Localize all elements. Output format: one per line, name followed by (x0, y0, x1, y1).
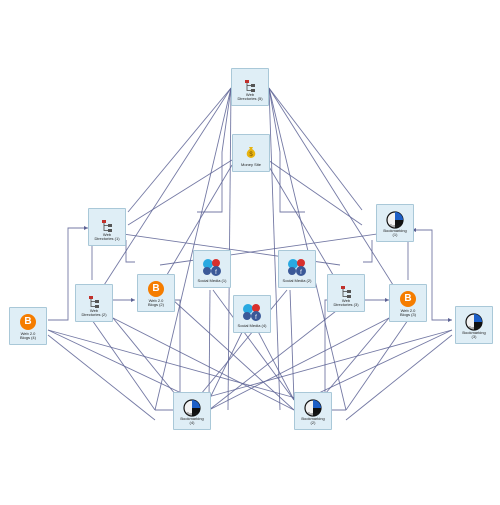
bookmark-icon (304, 399, 322, 417)
social-media-icon: f (288, 259, 306, 276)
bookmark-icon (183, 399, 201, 417)
node-web-directories-1[interactable]: Web Directories (1) (88, 208, 126, 246)
money-bag-icon: $ (246, 147, 256, 158)
node-label: Web Directories (1) (94, 231, 120, 242)
svg-text:$: $ (249, 152, 253, 158)
svg-text:f: f (300, 270, 302, 276)
node-label: Web Directories (5) (237, 91, 263, 102)
social-media-icon: f (203, 259, 221, 276)
node-label: Social Bookmarking (3) (462, 325, 486, 340)
node-social-media-4[interactable]: f Social Media (4) (233, 295, 271, 333)
node-social-media-2[interactable]: f Social Media (2) (278, 250, 316, 288)
node-label: Web 2.0 Blogs (4) (19, 330, 36, 341)
node-web-directories-5[interactable]: Web Directories (5) (231, 68, 269, 106)
node-social-bookmarking-4[interactable]: Social Bookmarking (4) (173, 392, 211, 430)
blogger-icon: B (148, 281, 164, 297)
node-web20-blogs-4[interactable]: B Web 2.0 Blogs (4) (9, 307, 47, 345)
sitemap-icon (102, 220, 112, 232)
node-web20-blogs-3[interactable]: B Web 2.0 Blogs (3) (389, 284, 427, 322)
node-label: Social Bookmarking (2) (301, 411, 325, 426)
node-web20-blogs-2[interactable]: B Web 2.0 Blogs (2) (137, 274, 175, 312)
node-label: Social Bookmarking (4) (180, 411, 204, 426)
node-label: Web Directories (2) (81, 307, 107, 318)
node-web-directories-3[interactable]: Web Directories (3) (327, 274, 365, 312)
node-web-directories-2[interactable]: Web Directories (2) (75, 284, 113, 322)
node-label: Social Media (4) (237, 323, 267, 329)
bookmark-icon (386, 211, 404, 229)
blogger-icon: B (20, 314, 36, 330)
node-social-bookmarking-2[interactable]: Social Bookmarking (2) (294, 392, 332, 430)
node-label: Web 2.0 Blogs (3) (399, 307, 416, 318)
svg-text:f: f (255, 315, 257, 321)
bookmark-icon (465, 313, 483, 331)
node-label: Social Media (2) (282, 278, 312, 284)
node-label: Social Bookmarking (1) (383, 223, 407, 238)
node-label: Web Directories (3) (333, 297, 359, 308)
blogger-icon: B (400, 291, 416, 307)
node-label: Money Site (240, 162, 261, 168)
node-social-media-1[interactable]: f Social Media (1) (193, 250, 231, 288)
svg-text:f: f (215, 270, 217, 276)
node-social-bookmarking-1[interactable]: Social Bookmarking (1) (376, 204, 414, 242)
node-money-site[interactable]: $ Money Site (232, 134, 270, 172)
node-social-bookmarking-3[interactable]: Social Bookmarking (3) (455, 306, 493, 344)
node-label: Social Media (1) (197, 278, 227, 284)
social-media-icon: f (243, 304, 261, 321)
sitemap-icon (245, 80, 255, 92)
sitemap-icon (89, 296, 99, 308)
node-label: Web 2.0 Blogs (2) (147, 297, 164, 308)
sitemap-icon (341, 286, 351, 298)
